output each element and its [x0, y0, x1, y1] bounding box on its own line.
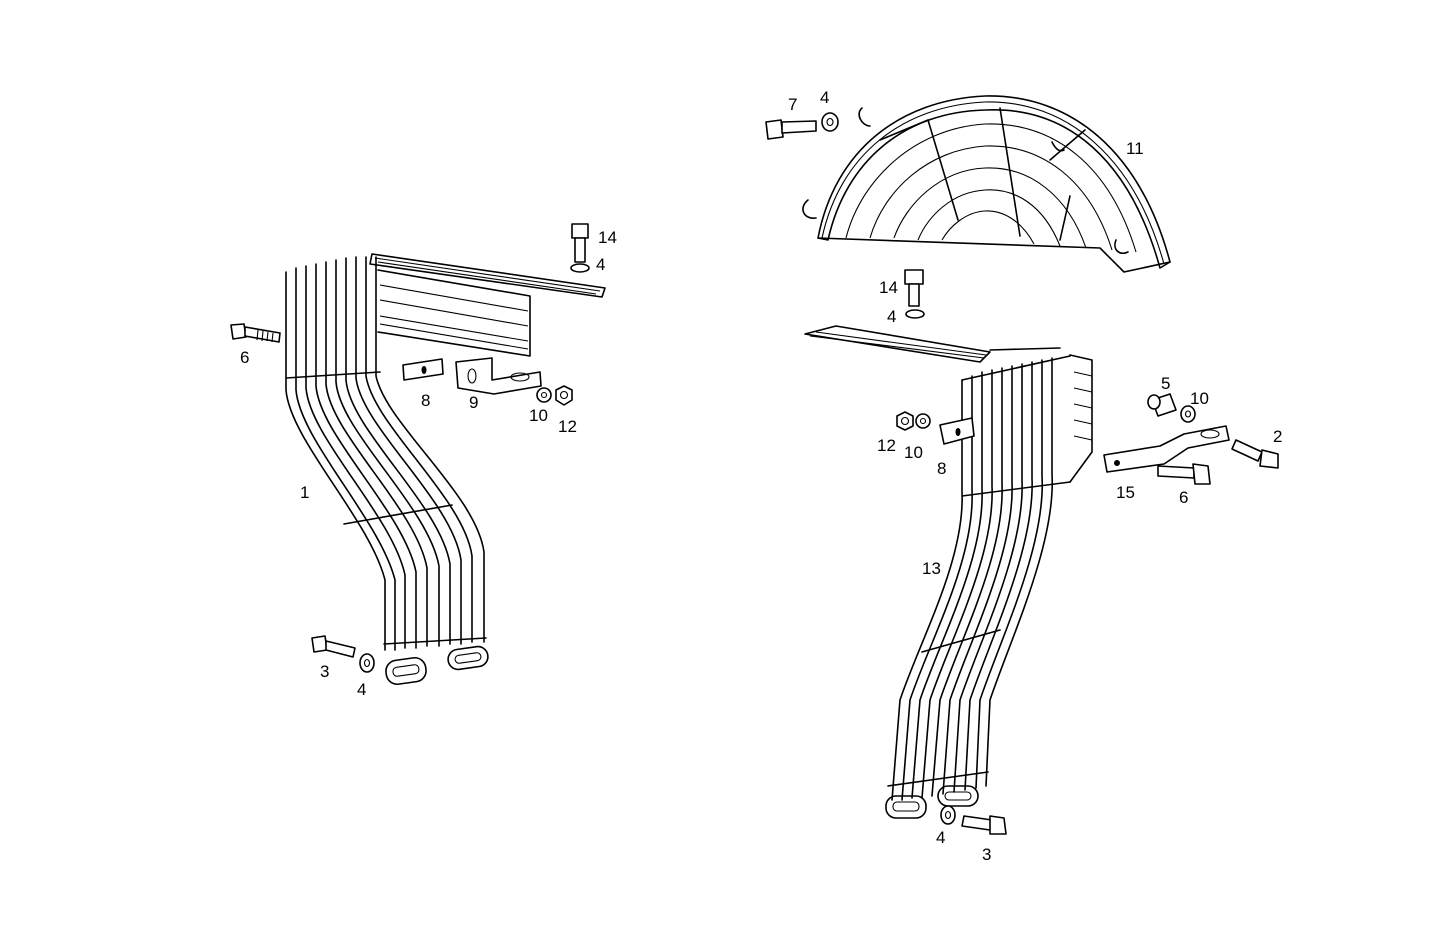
right-washer-top — [905, 309, 925, 319]
callout-right-clip: 8 — [937, 459, 946, 478]
left-wire-guard — [285, 253, 606, 686]
callout-left-washer-bottom: 4 — [357, 680, 366, 699]
callout-right-washer-nut: 10 — [904, 443, 923, 462]
callout-left-bolt-bottom: 3 — [320, 662, 329, 681]
left-washer-top — [570, 263, 590, 273]
callout-left-washer-top: 4 — [596, 255, 605, 274]
spacer-washer — [1180, 405, 1196, 423]
callout-right-bolt-bottom: 3 — [982, 845, 991, 864]
left-bolt-side — [230, 323, 281, 343]
right-bolt-side — [1157, 463, 1211, 485]
mudguard — [802, 95, 1171, 273]
left-bracket — [455, 357, 542, 395]
right-wire-guard — [804, 325, 1093, 819]
callout-left-bolt-top: 14 — [598, 228, 617, 247]
callout-spacer: 5 — [1161, 374, 1170, 393]
left-washer-bottom — [359, 653, 375, 673]
right-nut — [896, 411, 914, 431]
callout-left-guard: 1 — [300, 483, 309, 502]
callout-right-washer-bottom: 4 — [936, 828, 945, 847]
left-bolt-top — [571, 223, 589, 263]
callout-right-washer-top: 4 — [887, 307, 896, 326]
mudguard-washer — [821, 112, 839, 132]
right-bolt-top — [904, 269, 924, 307]
left-washer-nut — [536, 387, 552, 403]
right-washer-bottom — [940, 805, 956, 825]
callout-left-bracket: 9 — [469, 393, 478, 412]
mudguard-bolt — [765, 119, 817, 140]
left-clip — [402, 358, 444, 381]
left-bolt-bottom — [311, 635, 356, 658]
right-clip — [939, 417, 975, 445]
callout-right-nut: 12 — [877, 436, 896, 455]
callout-right-guard: 13 — [922, 559, 941, 578]
callout-mudguard-bolt: 7 — [788, 95, 797, 114]
callout-right-bolt-top: 14 — [879, 278, 898, 297]
callout-left-clip: 8 — [421, 391, 430, 410]
strap — [1103, 425, 1230, 473]
right-bolt-bottom — [961, 815, 1007, 835]
callout-mudguard: 11 — [1126, 139, 1144, 158]
callout-right-bolt-side: 6 — [1179, 488, 1188, 507]
callout-left-bolt-side: 6 — [240, 348, 249, 367]
callout-mudguard-washer: 4 — [820, 88, 829, 107]
bolt-2 — [1231, 439, 1279, 469]
spacer — [1147, 393, 1177, 417]
callouts: 1 6 14 4 8 9 10 12 3 4 7 4 11 14 4 12 10… — [240, 88, 1282, 864]
callout-bolt-2: 2 — [1273, 427, 1282, 446]
callout-strap: 15 — [1116, 483, 1135, 502]
callout-left-nut: 12 — [558, 417, 577, 436]
callout-spacer-washer: 10 — [1190, 389, 1209, 408]
left-nut — [555, 385, 573, 406]
callout-left-washer-nut: 10 — [529, 406, 548, 425]
right-washer-nut — [915, 413, 931, 429]
